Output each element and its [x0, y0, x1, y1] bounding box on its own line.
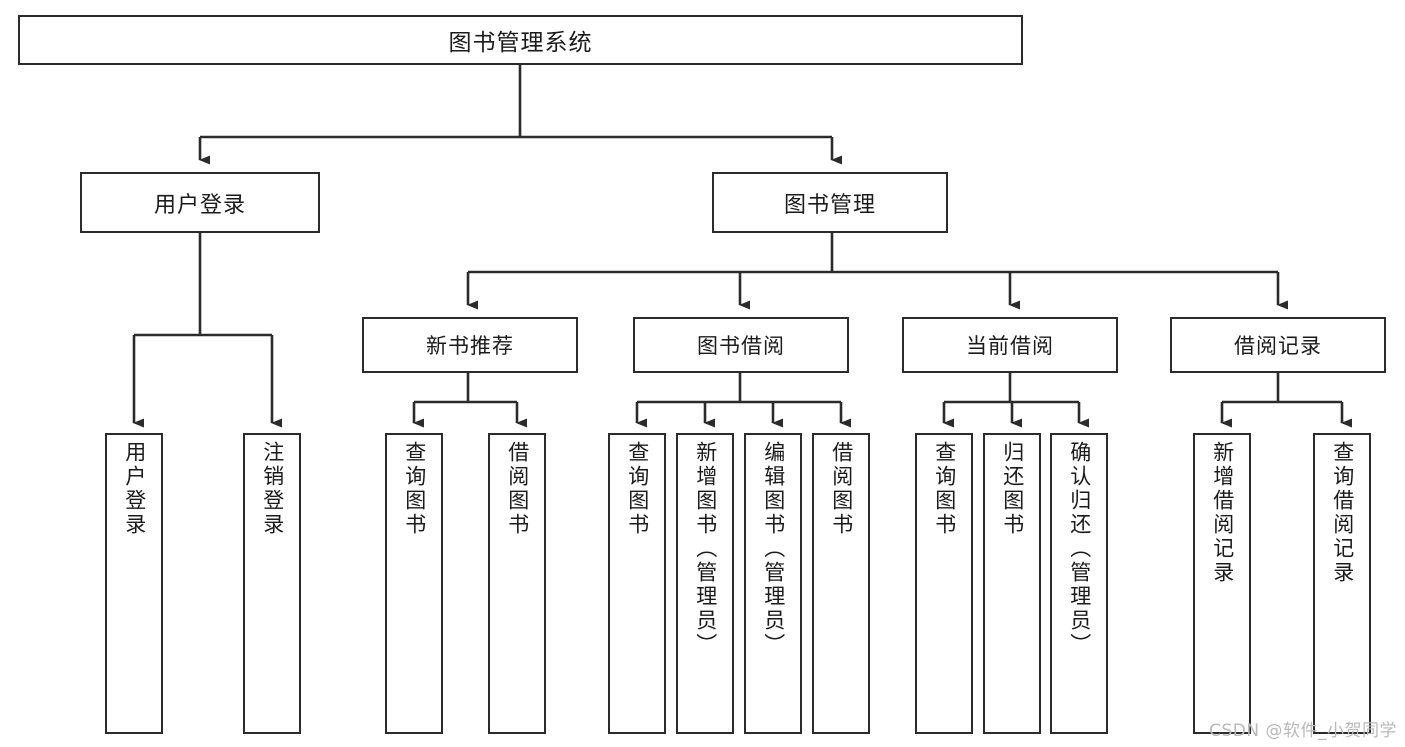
leaf-book-borrow-add[interactable]: 新增图书（管理员） — [676, 433, 734, 734]
leaf-current-borrow-return-label: 归还图书 — [1000, 441, 1025, 537]
leaf-book-borrow-borrow[interactable]: 借阅图书 — [812, 433, 870, 734]
node-new-book-recommend[interactable]: 新书推荐 — [362, 317, 578, 373]
leaf-user-login-logout[interactable]: 注销登录 — [243, 433, 301, 734]
node-new-book-recommend-label: 新书推荐 — [426, 334, 514, 358]
leaf-book-borrow-borrow-label: 借阅图书 — [829, 441, 854, 537]
leaf-new-book-borrow-label: 借阅图书 — [505, 441, 530, 537]
leaf-new-book-query-label: 查询图书 — [402, 441, 427, 537]
leaf-borrow-record-add[interactable]: 新增借阅记录 — [1193, 433, 1251, 734]
leaf-new-book-query[interactable]: 查询图书 — [385, 433, 443, 734]
leaf-book-borrow-add-label: 新增图书（管理员） — [693, 441, 718, 657]
leaf-borrow-record-add-label: 新增借阅记录 — [1210, 441, 1235, 585]
node-book-borrow[interactable]: 图书借阅 — [633, 317, 849, 373]
node-current-borrow-label: 当前借阅 — [966, 334, 1054, 358]
node-borrow-record[interactable]: 借阅记录 — [1170, 317, 1386, 373]
node-user-login[interactable]: 用户登录 — [80, 172, 320, 233]
node-book-manage-label: 图书管理 — [783, 192, 876, 218]
node-root-system[interactable]: 图书管理系统 — [18, 15, 1023, 65]
leaf-new-book-borrow[interactable]: 借阅图书 — [488, 433, 546, 734]
leaf-current-borrow-confirm-return-label: 确认归还（管理员） — [1067, 441, 1092, 657]
leaf-current-borrow-confirm-return[interactable]: 确认归还（管理员） — [1050, 433, 1108, 734]
leaf-current-borrow-return[interactable]: 归还图书 — [983, 433, 1041, 734]
node-borrow-record-label: 借阅记录 — [1234, 334, 1322, 358]
leaf-book-borrow-edit-label: 编辑图书（管理员） — [761, 441, 786, 657]
leaf-current-borrow-query[interactable]: 查询图书 — [915, 433, 973, 734]
leaf-user-login-login[interactable]: 用户登录 — [105, 433, 163, 734]
leaf-user-login-logout-label: 注销登录 — [260, 441, 285, 537]
node-user-login-label: 用户登录 — [153, 192, 246, 218]
node-book-manage[interactable]: 图书管理 — [712, 172, 948, 233]
leaf-book-borrow-query-label: 查询图书 — [625, 441, 650, 537]
leaf-current-borrow-query-label: 查询图书 — [932, 441, 957, 537]
node-root-label: 图书管理系统 — [448, 30, 593, 56]
node-book-borrow-label: 图书借阅 — [697, 334, 785, 358]
leaf-borrow-record-query-label: 查询借阅记录 — [1330, 441, 1355, 585]
leaf-user-login-login-label: 用户登录 — [122, 441, 147, 537]
leaf-borrow-record-query[interactable]: 查询借阅记录 — [1313, 433, 1371, 734]
leaf-book-borrow-query[interactable]: 查询图书 — [608, 433, 666, 734]
csdn-watermark: CSDN @软件_小贺同学 — [1209, 721, 1397, 741]
node-current-borrow[interactable]: 当前借阅 — [902, 317, 1118, 373]
leaf-book-borrow-edit[interactable]: 编辑图书（管理员） — [744, 433, 802, 734]
